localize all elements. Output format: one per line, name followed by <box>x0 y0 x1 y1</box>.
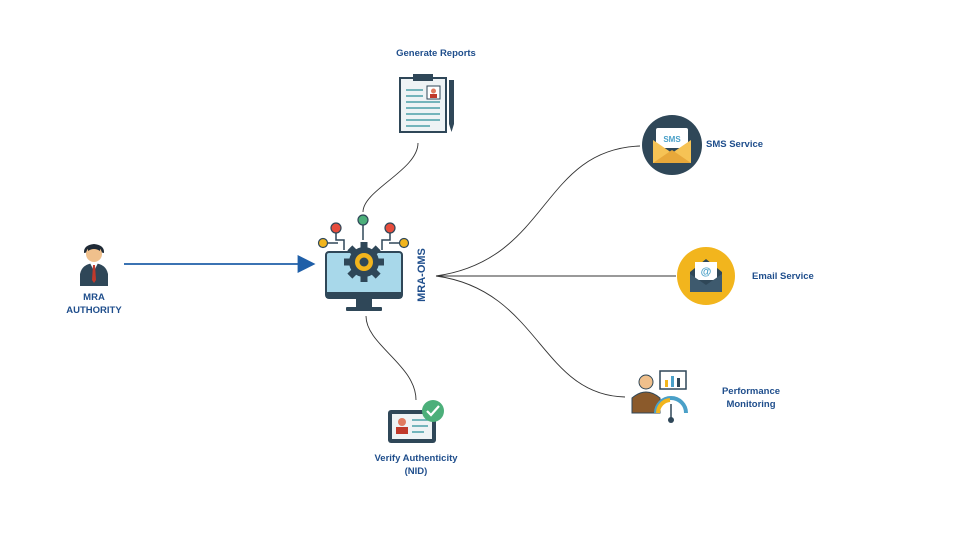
label-mra-line2: AUTHORITY <box>66 305 122 316</box>
svg-text:SMS: SMS <box>663 135 681 144</box>
connector-reports <box>362 142 419 213</box>
svg-text:@: @ <box>701 266 712 278</box>
connector-performance <box>435 275 626 398</box>
performance-icon <box>631 370 688 423</box>
label-sms-service: SMS Service <box>706 139 764 150</box>
label-performance-line1: Performance <box>721 386 781 397</box>
email-icon: @ <box>677 247 735 305</box>
label-mra-authority: MRA AUTHORITY <box>54 291 134 317</box>
label-verify-line2: (NID) <box>404 466 428 477</box>
computer-gear-icon <box>317 214 410 311</box>
label-performance-monitoring: Performance Monitoring <box>706 385 796 411</box>
connector-verify <box>365 315 417 401</box>
label-verify-authenticity: Verify Authenticity (NID) <box>356 452 476 478</box>
user-icon <box>80 244 108 286</box>
label-verify-line1: Verify Authenticity <box>374 453 458 464</box>
label-mra-oms: MRA-OMS <box>416 248 428 302</box>
connector-sms <box>435 145 641 277</box>
label-performance-line2: Monitoring <box>726 399 776 410</box>
sms-icon: SMS <box>642 115 702 175</box>
label-mra-line1: MRA <box>83 292 105 303</box>
label-generate-reports: Generate Reports <box>396 48 476 59</box>
connectors <box>362 142 676 401</box>
id-card-icon <box>388 400 444 443</box>
report-icon <box>399 74 454 133</box>
label-email-service: Email Service <box>752 271 814 282</box>
